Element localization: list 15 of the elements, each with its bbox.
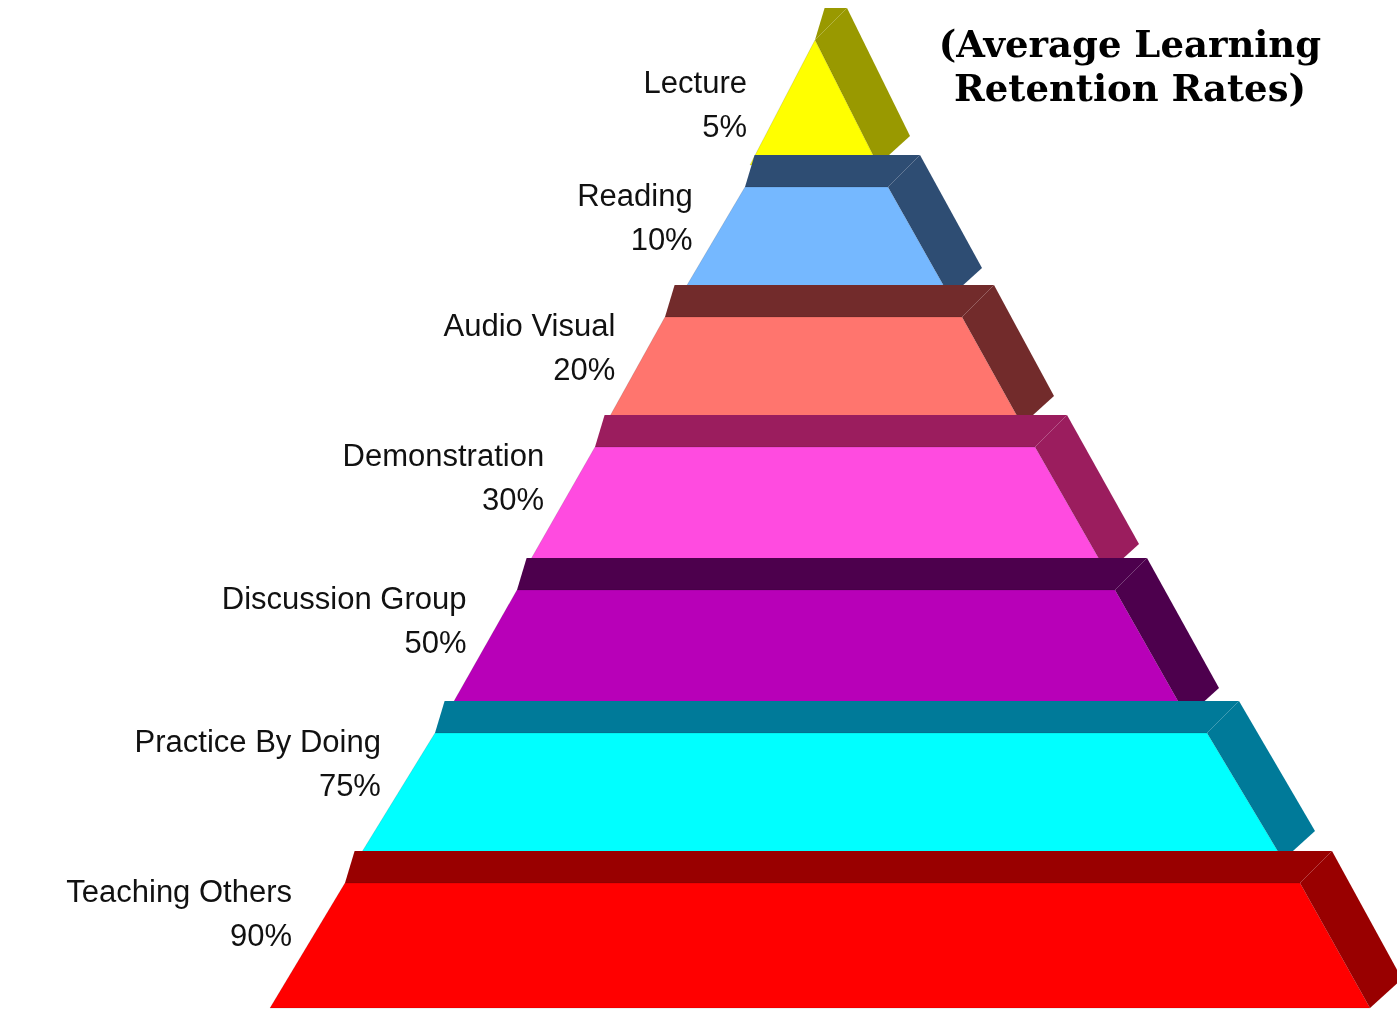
retention-rate: 10% (629, 221, 693, 259)
title: (Average Learning Retention Rates) (937, 22, 1323, 110)
level-label: Audio Visual (443, 307, 616, 345)
retention-rate: 20% (552, 351, 616, 389)
level-label: Discussion Group (221, 580, 467, 618)
level-label: Reading (577, 177, 693, 215)
level-label: Lecture (643, 64, 747, 102)
retention-rate: 30% (481, 481, 545, 519)
level-label: Teaching Others (66, 873, 292, 911)
level-label: Practice By Doing (134, 723, 381, 761)
retention-rate: 50% (403, 624, 467, 662)
retention-rate: 75% (317, 767, 381, 805)
level-label: Demonstration (342, 437, 545, 475)
retention-rate: 5% (701, 108, 747, 146)
retention-rate: 90% (228, 917, 292, 955)
